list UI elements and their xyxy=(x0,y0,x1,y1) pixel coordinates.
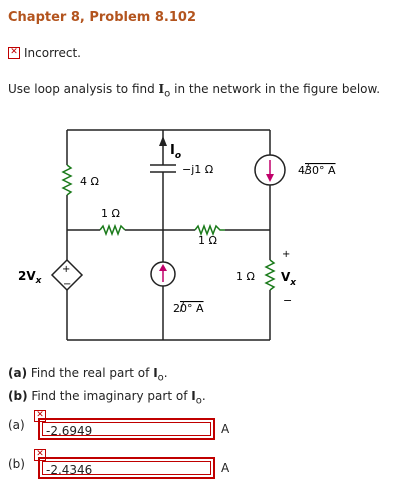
part-b-text: (b) Find the imaginary part of Io. xyxy=(8,389,206,407)
parts-list: (a) Find the real part of Io. (b) Find t… xyxy=(8,364,206,411)
label-mid-res1: 1 Ω xyxy=(101,207,120,220)
label-right-res: 1 Ω xyxy=(236,270,255,283)
label-capacitor: −j1 Ω xyxy=(182,163,213,176)
resistor-4ohm xyxy=(61,164,73,196)
question-suffix: in the network in the figure below. xyxy=(170,82,381,96)
part-b-var: I xyxy=(191,389,196,404)
dependent-voltage-source xyxy=(50,258,84,292)
status-incorrect: ✕ Incorrect. xyxy=(8,46,81,60)
answer-a-tag: (a) xyxy=(8,418,25,432)
part-a-prompt: Find the real part of xyxy=(30,366,154,380)
part-a-var: I xyxy=(153,366,158,380)
status-text: Incorrect. xyxy=(24,46,81,60)
answer-a-value[interactable]: -2.6949 xyxy=(42,422,211,438)
answer-b-value[interactable]: -2.4346 xyxy=(42,461,211,477)
part-a-sub: o xyxy=(157,372,164,384)
question-sub: o xyxy=(164,88,171,100)
label-current-source-4: 430° A xyxy=(298,164,336,177)
part-b-tag: (b) xyxy=(8,389,28,404)
answer-b-input[interactable]: -2.4346 xyxy=(38,457,215,479)
circuit-wires xyxy=(66,129,271,341)
label-io: Io xyxy=(170,143,181,161)
dep-minus-sign: − xyxy=(63,279,71,290)
question-text: Use loop analysis to find Io in the netw… xyxy=(8,82,380,99)
current-up-arrow-icon xyxy=(159,264,167,271)
answer-b-error-icon: ✕ xyxy=(34,449,46,461)
io-arrow-icon xyxy=(159,136,167,146)
resistor-1ohm-left xyxy=(99,223,126,237)
question-var: I xyxy=(158,82,165,96)
label-mid-res2: 1 Ω xyxy=(198,234,217,247)
resistor-1ohm-right xyxy=(194,223,225,237)
answer-a-input[interactable]: -2.6949 xyxy=(38,418,215,440)
part-a-tag: (a) xyxy=(8,366,28,380)
error-x-icon: ✕ xyxy=(8,47,20,59)
resistor-1ohm-right-vertical xyxy=(264,259,276,291)
answer-b-unit: A xyxy=(221,461,230,475)
label-current-source-2: 20° A xyxy=(173,302,204,315)
dep-plus-sign: + xyxy=(62,264,70,275)
label-dep-source: 2Vx xyxy=(18,269,43,286)
label-vx: Vx xyxy=(281,270,297,288)
answer-b-tag: (b) xyxy=(8,457,25,471)
vx-minus-sign: − xyxy=(283,294,292,307)
part-a-text: (a) Find the real part of Io. xyxy=(8,366,168,384)
label-left-res: 4 Ω xyxy=(80,175,99,188)
part-b-prompt: Find the imaginary part of xyxy=(31,389,192,404)
capacitor xyxy=(150,164,176,173)
circuit-diagram: 4 Ω −j1 Ω Io 430° A 1 Ω 1 Ω + − 2Vx 20° … xyxy=(18,129,336,341)
vx-plus-sign: + xyxy=(282,249,290,260)
current-down-arrow-icon xyxy=(266,174,274,182)
part-b-sub: o xyxy=(195,395,202,407)
answer-a-error-icon: ✕ xyxy=(34,410,46,422)
answer-a-unit: A xyxy=(221,422,230,436)
question-prefix: Use loop analysis to find xyxy=(8,82,159,96)
page-title: Chapter 8, Problem 8.102 xyxy=(8,10,196,25)
